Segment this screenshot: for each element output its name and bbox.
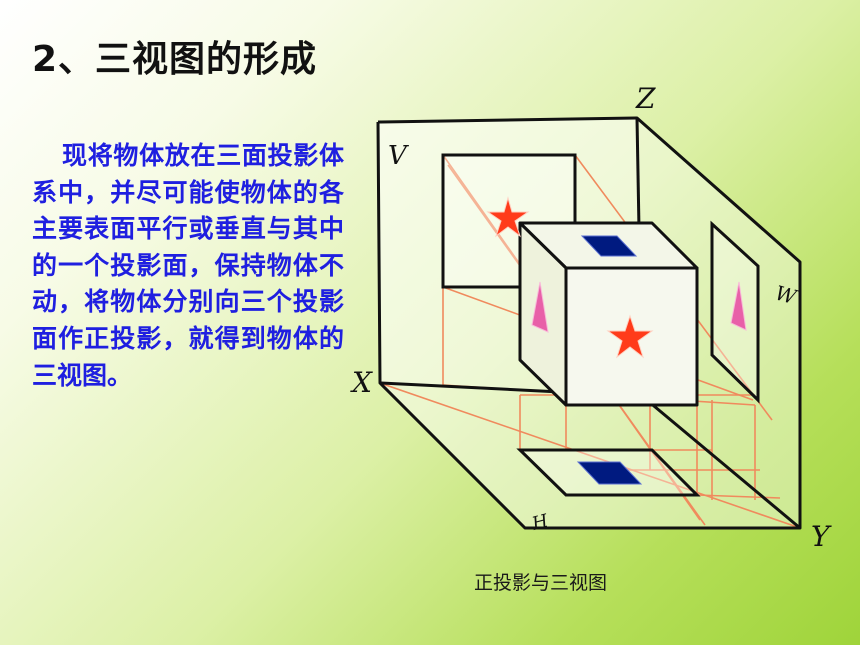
label-x-axis: X [350,366,373,399]
body-paragraph: 现将物体放在三面投影体系中，并尽可能使物体的各主要表面平行或垂直与其中的一个投影… [32,141,344,390]
label-h-plane: H [529,510,551,535]
star-on-front-view [486,196,530,238]
star-on-cube-front [606,314,654,359]
label-z-axis: Z [635,82,656,115]
slide-title: 2、三视图的形成 [32,39,318,80]
triangle-on-cube-left [531,281,549,333]
diagram-caption: 正投影与三视图 [474,572,608,594]
label-y-axis: Y [811,520,832,553]
label-v-plane: V [388,141,409,171]
rhombus-on-cube-top [580,235,638,257]
rhombus-on-top-view [576,461,643,485]
triangle-on-side-view [730,281,747,331]
